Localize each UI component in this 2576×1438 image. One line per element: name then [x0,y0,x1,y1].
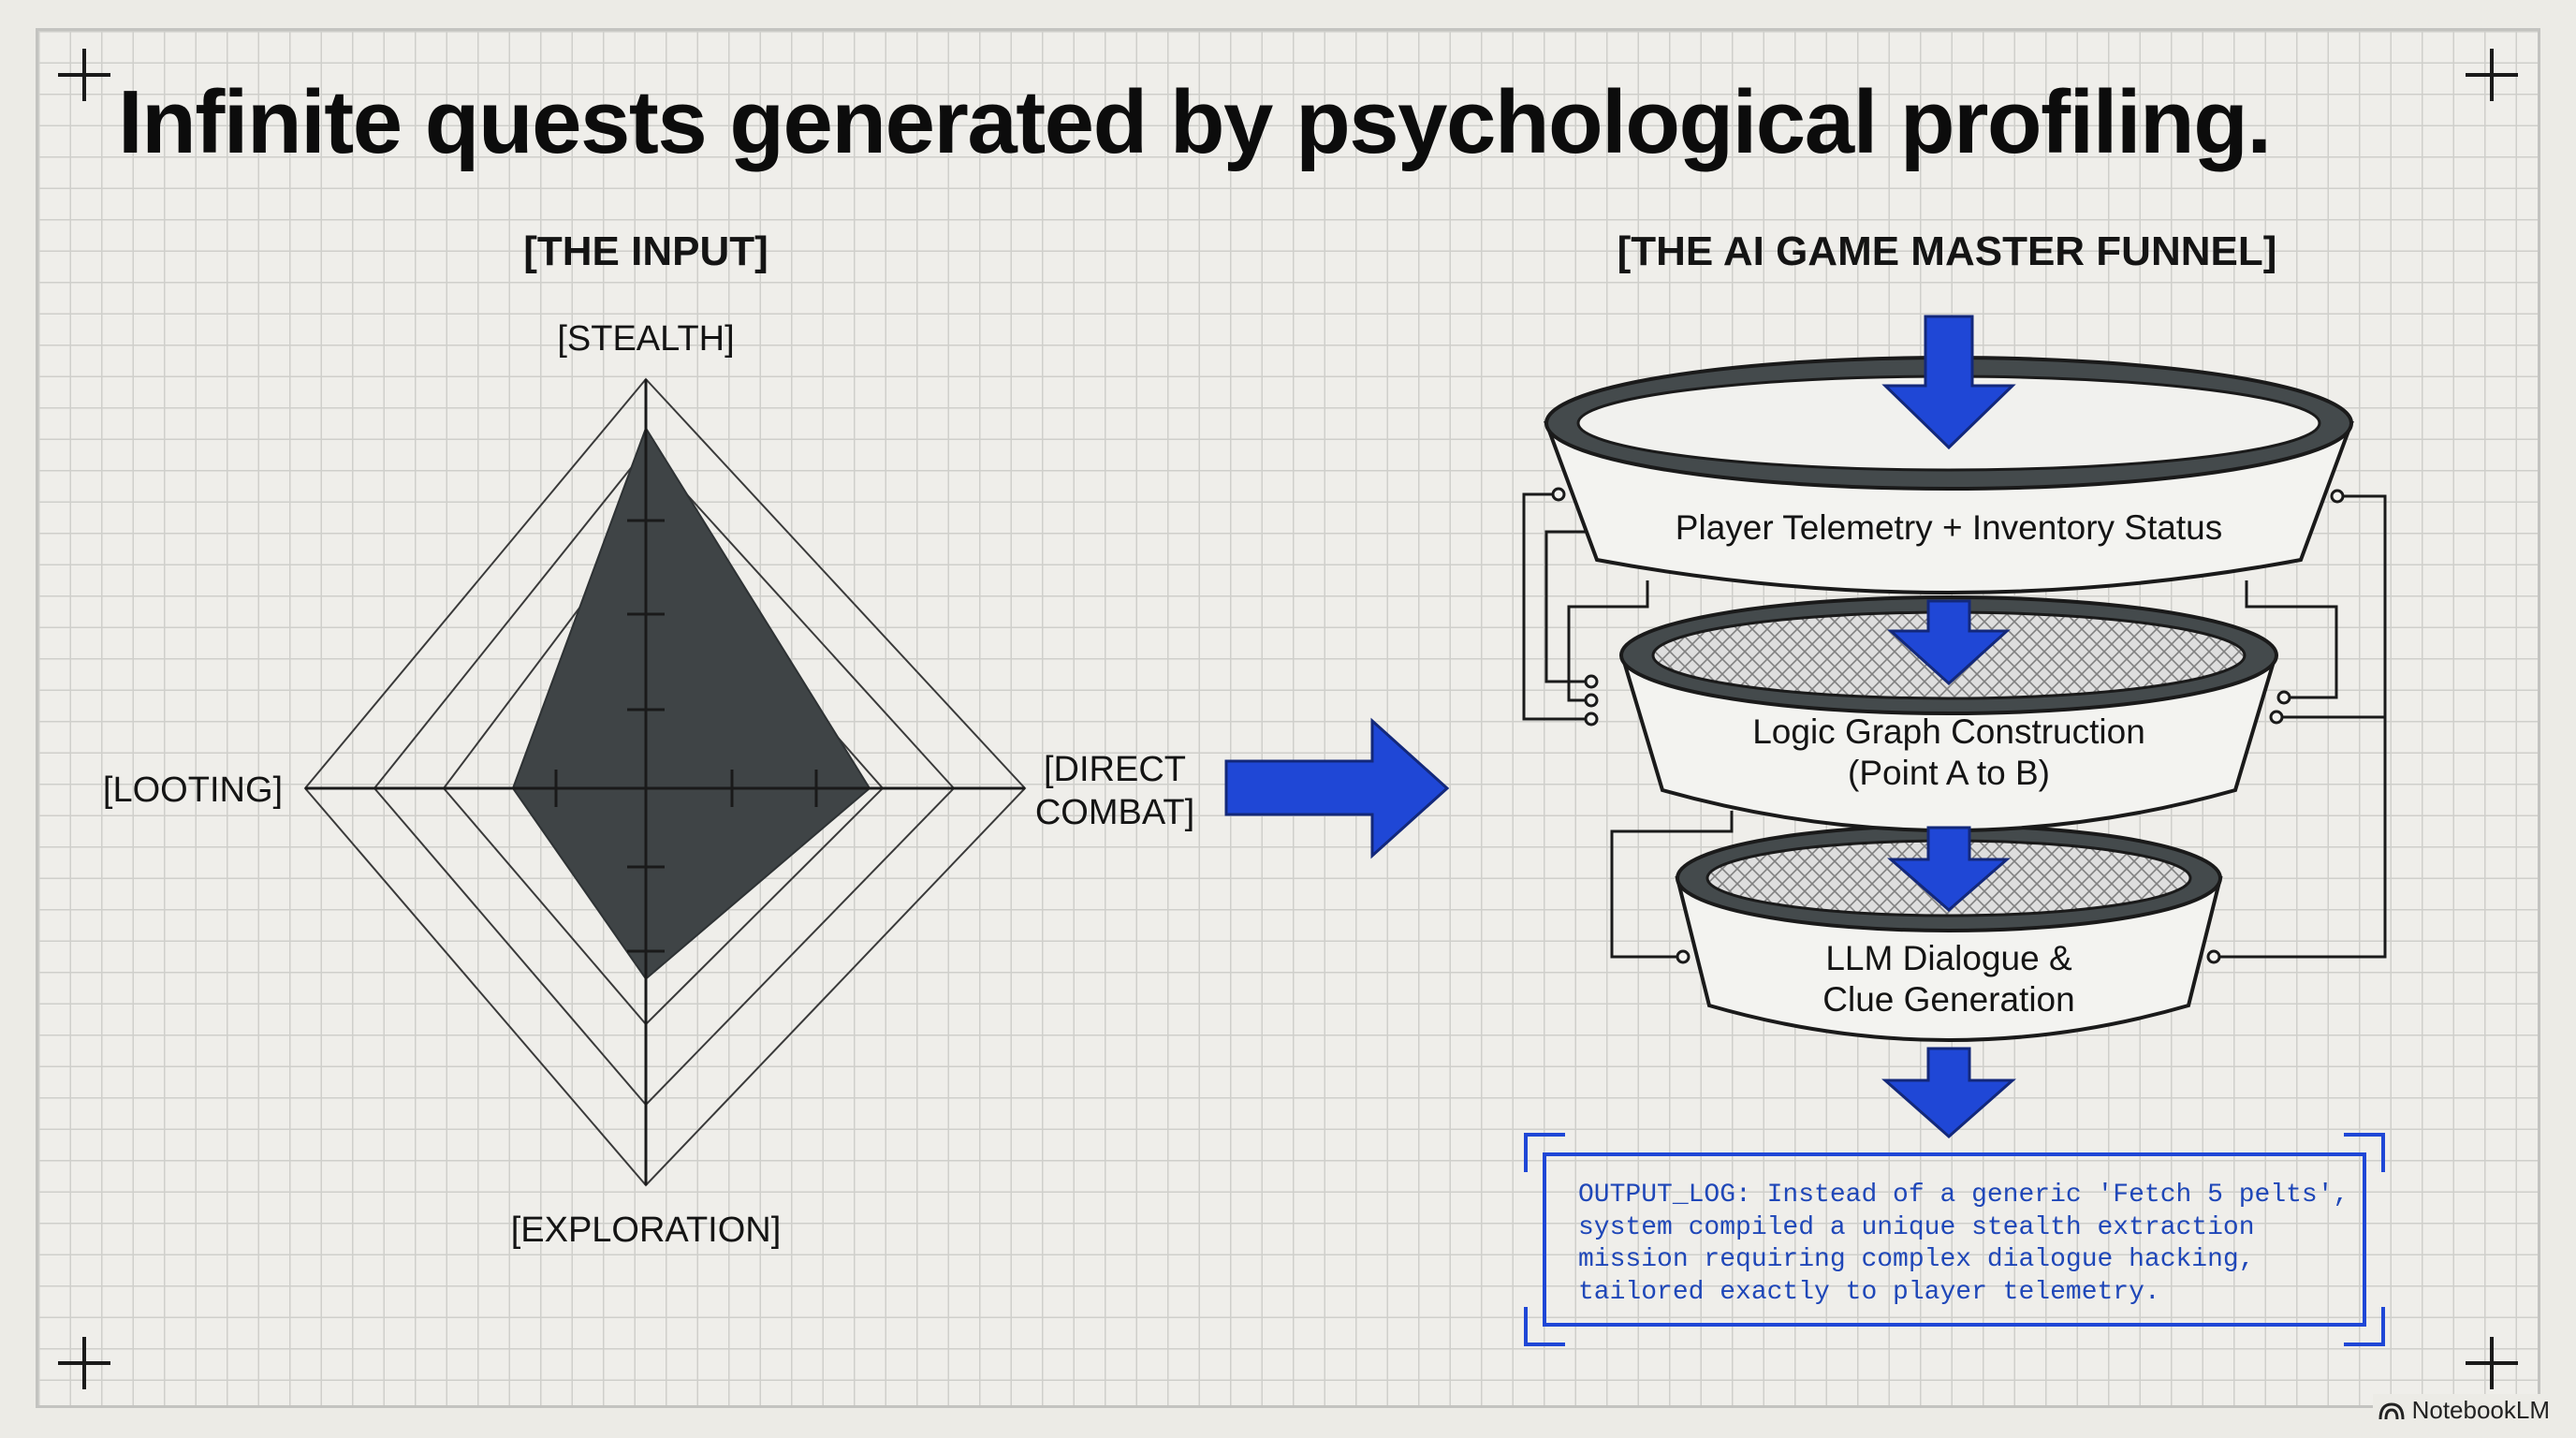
page-title: Infinite quests generated by psychologic… [118,72,2272,172]
down-arrow-icon [1887,599,2011,686]
down-arrow-icon [1881,315,2016,450]
funnel-stage-1-label: Player Telemetry + Inventory Status [1675,508,2223,547]
funnel-stage-2-label: Logic Graph Construction (Point A to B) [1752,712,2145,793]
down-arrow-icon [1886,826,2012,912]
input-panel-title: [THE INPUT] [523,228,768,274]
axis-label-stealth: [STEALTH] [557,319,735,359]
down-arrow-icon [1881,1047,2016,1139]
radar-ticks [554,519,818,953]
down-arrows [1881,315,2016,1139]
output-log-frame [1524,1133,2385,1346]
right-arrow-icon [1224,717,1450,859]
connector-nodes [1551,487,2345,964]
axis-label-looting: [LOOTING] [102,770,284,810]
axis-label-exploration: [EXPLORATION] [510,1211,782,1250]
watermark: NotebookLM [2372,1394,2555,1427]
notebooklm-icon [2378,1401,2405,1419]
output-log-text: OUTPUT_LOG: Instead of a generic 'Fetch … [1578,1181,2349,1308]
watermark-text: NotebookLM [2411,1396,2550,1424]
funnel-stage-3-label: LLM Dialogue & Clue Generation [1822,939,2075,1020]
funnel-panel-title: [THE AI GAME MASTER FUNNEL] [1617,228,2277,274]
axis-label-direct-combat: [DIRECT COMBAT] [1034,750,1195,832]
